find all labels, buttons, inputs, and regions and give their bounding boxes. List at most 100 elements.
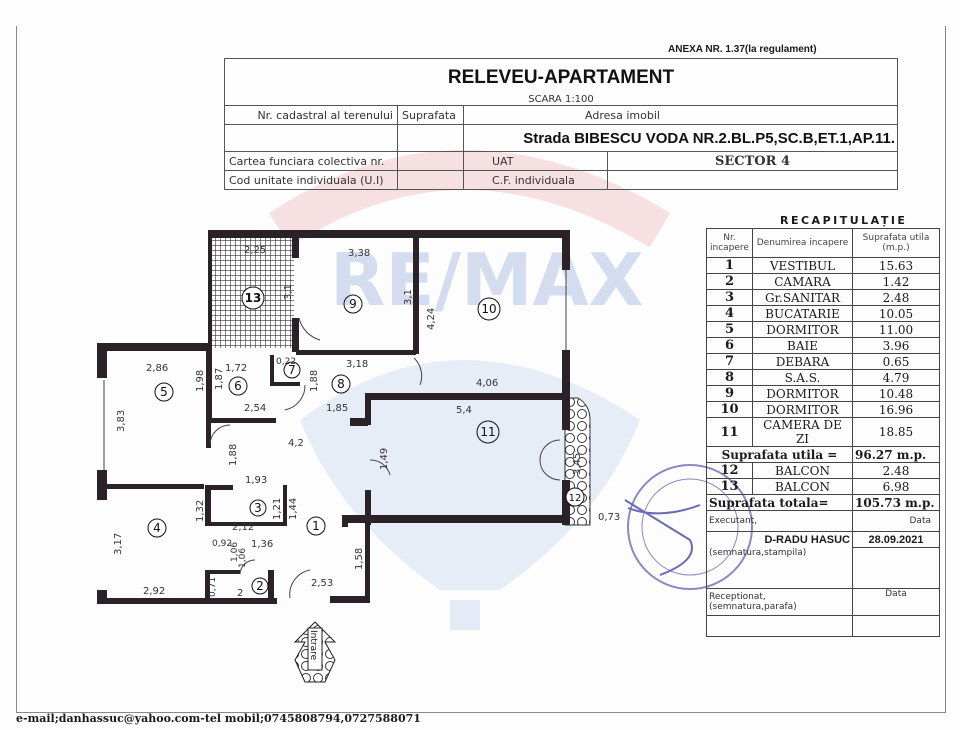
page-frame: [16, 26, 946, 713]
recap-cell-area: 1.42: [852, 273, 940, 290]
useful-label: Suprafata utila =: [706, 446, 853, 463]
svg-text:2: 2: [256, 579, 264, 593]
cadastral-label: Nr. cadastral al terenului: [224, 105, 398, 125]
receptionat-sign: (semnatura,parafa): [709, 601, 797, 612]
dim-label: 0,22: [276, 357, 296, 367]
col-header: Nr. incapere: [706, 228, 753, 258]
svg-text:9: 9: [349, 297, 357, 311]
doors: [103, 270, 567, 599]
dim-label: 1,72: [225, 363, 247, 374]
dim-label: 3,1: [403, 289, 414, 305]
recap-cell-nr: 11: [706, 417, 753, 447]
recap-cell-nr: 10: [706, 401, 753, 418]
dim-label: 4,2: [288, 438, 304, 449]
room-9: 9: [343, 294, 363, 314]
dim-label: 1,87: [214, 368, 225, 390]
total-label: Suprafata totala=: [706, 494, 853, 511]
col-header: Suprafata utila (m.p.): [852, 228, 940, 258]
dim-label: 1,49: [379, 448, 390, 470]
recap-cell-area: 3.96: [852, 337, 940, 354]
annex-label: ANEXA NR. 1.37(la regulament): [668, 44, 817, 55]
recap-cell-name: BALCON: [752, 462, 853, 479]
dim-label: 1,32: [195, 500, 206, 522]
watermark-text: RE/MAX: [330, 238, 644, 322]
svg-text:4: 4: [153, 521, 161, 535]
header-table: RELEVEU-APARTAMENT SCARA 1:100 Nr. cadas…: [224, 58, 898, 190]
room-12: 12: [565, 487, 585, 507]
executant-label: Executant,: [706, 510, 853, 532]
executant-name: D-RADU HASUC: [706, 531, 853, 548]
dim-label: 4,24: [426, 308, 437, 330]
recap-cell-nr: 9: [706, 385, 753, 402]
room-numbers: 1 2 3 4 5 6 7 8 9 10 11 12 13: [147, 286, 585, 595]
recap-cell-name: BALCON: [752, 478, 853, 495]
dim-label: 5,4: [456, 405, 472, 416]
room-2: 2: [251, 577, 269, 595]
address-value: Strada BIBESCU VODA NR.2.BL.P5,SC.B,ET.1…: [463, 124, 898, 152]
dim-label: 1,21: [272, 498, 283, 520]
room-4: 4: [147, 518, 167, 538]
dim-label: 0,71: [208, 577, 218, 597]
svg-text:6: 6: [234, 379, 242, 393]
recap-cell-nr: 2: [706, 273, 753, 290]
recap-cell-area: 11.00: [852, 321, 940, 338]
dim-label: 0,92: [212, 539, 232, 549]
dim-label: 1,36: [251, 539, 273, 550]
executant-date: 28.09.2021: [852, 531, 940, 548]
svg-text:11: 11: [480, 425, 495, 439]
cf-individual-label: C.F. individuala: [463, 170, 608, 190]
svg-text:12: 12: [569, 493, 582, 504]
recap-cell-area: 2.48: [852, 462, 940, 479]
recap-cell-area: 10.05: [852, 305, 940, 322]
uat-label: UAT: [463, 151, 608, 171]
recap-cell-nr: 4: [706, 305, 753, 322]
dim-label: 0,73: [598, 512, 620, 523]
dim-label: 2,53: [311, 578, 333, 589]
recap-cell-name: DEBARA: [752, 353, 853, 370]
room-3: 3: [249, 499, 267, 517]
receptionat-blank: [706, 614, 853, 637]
recap-cell-name: DORMITOR: [752, 401, 853, 418]
contact-footer: e-mail;danhassuc@yahoo.com-tel mobil;074…: [16, 712, 421, 725]
walls: [97, 230, 570, 604]
room-1: 1: [306, 516, 326, 536]
surface-label: Suprafata: [397, 105, 464, 125]
svg-text:10: 10: [481, 302, 496, 316]
room-6: 6: [228, 376, 248, 396]
dim-label: 3,83: [116, 410, 127, 432]
recap-cell-nr: 13: [706, 478, 753, 495]
recap-cell-name: CAMARA: [752, 273, 853, 290]
dim-label: 2,54: [244, 403, 266, 414]
dim-label: 1,06: [230, 542, 240, 562]
total-value: 105.73 m.p.: [852, 494, 940, 511]
dim-label: 3,38: [348, 248, 370, 259]
entrance-arrow: Intrare: [293, 621, 337, 683]
svg-text:5: 5: [160, 385, 168, 399]
svg-text:8: 8: [337, 377, 345, 391]
receptionat-date-label: Data: [852, 587, 940, 616]
room-10: 10: [477, 297, 501, 321]
dim-label: 1,88: [309, 370, 320, 392]
recap-cell-nr: 3: [706, 289, 753, 306]
dim-label: 1,58: [354, 548, 365, 570]
receptionat-label: Receptionat,(semnatura,parafa): [706, 587, 853, 616]
entrance-label: Intrare: [308, 630, 318, 661]
date-label: Data: [852, 510, 940, 532]
room-7: 7: [283, 361, 301, 379]
dim-label: 3,45: [572, 453, 583, 475]
executant-signature-blank: [852, 547, 940, 589]
